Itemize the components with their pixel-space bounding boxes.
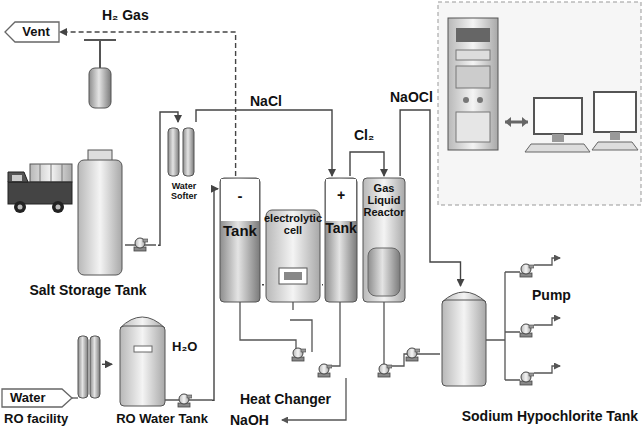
storage-tank: Salt Storage Tank — [18, 148, 158, 300]
flow-label: NaOH — [228, 413, 271, 428]
pipe-connector — [212, 189, 218, 400]
equipment-label: Pump — [530, 288, 573, 303]
electrolytic-cell: electrolytic cell — [264, 208, 322, 304]
node-label: Gas Liquid Reactor — [363, 182, 405, 218]
pipe-connector — [350, 152, 384, 176]
flow-label: H₂O — [170, 340, 199, 354]
ro-unit: RO facility — [2, 330, 102, 428]
hypochlorite-tank: Sodium Hypochlorite Tank — [436, 286, 640, 426]
reactor-vessel: Gas Liquid Reactor — [361, 176, 407, 304]
node-label: RO facility — [4, 412, 68, 426]
node-label: RO Water Tank — [116, 412, 208, 426]
flow-label: H₂ Gas — [100, 8, 151, 23]
pipe-connector — [196, 110, 332, 176]
node-label: Tank — [325, 221, 357, 236]
node-label: Vent — [22, 25, 49, 39]
node-label: electrolytic cell — [264, 212, 322, 236]
node-label: Sodium Hypochlorite Tank — [462, 409, 638, 424]
softener-unit: Water Softer — [164, 122, 204, 204]
flow-label: NaOCl — [388, 90, 435, 105]
pipe-connector — [400, 110, 460, 286]
pipe-connector — [102, 364, 112, 365]
ro-tank: RO Water Tank — [112, 312, 212, 428]
node-label: - — [238, 188, 243, 205]
pipe-connector — [262, 284, 264, 285]
equipment-label: Heat Changer — [238, 392, 333, 407]
pipe-connector — [158, 112, 178, 245]
flow-label: Cl₂ — [352, 128, 376, 143]
node-label: Water Softer — [166, 182, 202, 202]
node-label: Tank — [223, 223, 257, 240]
node-label: Salt Storage Tank — [29, 283, 146, 298]
flow-label: NaCl — [248, 94, 284, 109]
cathode-tank: - Tank — [218, 176, 262, 304]
inlet-label: Water — [8, 391, 48, 405]
anode-tank: + Tank — [323, 176, 359, 304]
pipe-connector — [60, 32, 236, 176]
node-label: + — [337, 188, 345, 203]
vent-arrow: Vent — [4, 21, 60, 43]
pipe-connector — [322, 284, 323, 285]
